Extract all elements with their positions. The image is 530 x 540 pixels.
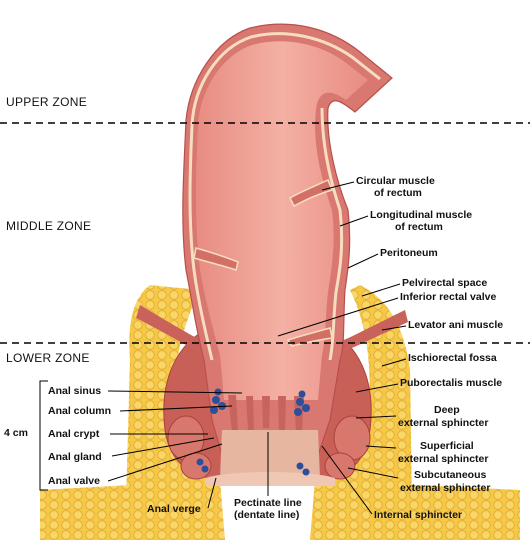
inferior-valve-leader <box>277 297 399 337</box>
anal-sinus-label: Anal sinus <box>48 385 101 397</box>
anal-valve-label: Anal valve <box>48 475 100 487</box>
inferior-valve-label: Inferior rectal valve <box>400 291 496 303</box>
left-anal-glands <box>196 388 226 473</box>
anal-verge-leader <box>207 477 217 509</box>
right-levator-ani <box>330 310 408 356</box>
middle-rectal-valve <box>193 247 239 271</box>
internal-sphincter-leader <box>321 445 373 515</box>
peritoneum-leader <box>347 253 379 269</box>
scale-label: 4 cm <box>4 427 28 439</box>
superficial-sphincter-leader <box>365 445 397 449</box>
longitudinal-muscle-label-1: Longitudinal muscle <box>370 209 472 221</box>
ischiorectal-leader <box>381 358 407 367</box>
pectinate-line-label-2: (dentate line) <box>234 509 299 521</box>
middle-zone-label: MIDDLE ZONE <box>6 219 91 233</box>
right-fat-pad <box>320 285 412 505</box>
subcutaneous-sphincter-label-1: Subcutaneous <box>414 469 487 481</box>
superficial-sphincter-label-1: Superficial <box>420 440 474 452</box>
left-wall-layer-line <box>188 124 214 361</box>
anal-gland-label: Anal gland <box>48 451 102 463</box>
upper-zone-label: UPPER ZONE <box>6 95 87 109</box>
levator-leader <box>381 325 407 331</box>
subcutaneous-sphincter-leader <box>347 467 399 479</box>
circular-muscle-label-2: of rectum <box>374 187 422 199</box>
anal-valve-leader <box>107 443 223 482</box>
right-anal-glands <box>294 390 310 476</box>
circular-muscle-label-1: Circular muscle <box>356 175 435 187</box>
pelvirectal-label: Pelvirectal space <box>402 277 487 289</box>
fat-bottom-left <box>40 480 225 540</box>
deep-sphincter-leader <box>355 415 397 419</box>
anal-column-leader <box>119 405 233 412</box>
pelvirectal-leader <box>361 283 401 297</box>
pectinate-line-label-1: Pectinate line <box>234 497 302 509</box>
superficial-sphincter-label-2: external sphincter <box>398 453 488 465</box>
circular-muscle-leader <box>321 181 355 191</box>
anal-verge-skin <box>205 472 335 486</box>
anal-gland-leader <box>111 437 215 457</box>
puborectalis-leader <box>355 383 399 393</box>
rectal-lumen <box>196 41 368 400</box>
longitudinal-muscle-leader <box>339 215 369 227</box>
anal-sinus-leader <box>107 390 243 394</box>
ischiorectal-label: Ischiorectal fossa <box>408 352 497 364</box>
longitudinal-muscle-label-2: of rectum <box>395 221 443 233</box>
right-wall-layer-line <box>320 107 344 361</box>
anal-column-label: Anal column <box>48 405 111 417</box>
anal-columns <box>228 395 304 432</box>
deep-sphincter-label-2: external sphincter <box>398 417 488 429</box>
anal-crypt-label: Anal crypt <box>48 428 100 440</box>
scale-bracket <box>39 380 48 491</box>
anal-verge-label: Anal verge <box>147 503 201 515</box>
peritoneum-label: Peritoneum <box>380 247 438 259</box>
upper-rectal-valve <box>289 178 334 208</box>
left-subcutaneous-sphincter <box>180 452 212 480</box>
internal-sphincter-label: Internal sphincter <box>374 509 462 521</box>
deep-sphincter-label-1: Deep <box>434 404 460 416</box>
anal-canal <box>220 430 320 478</box>
subcutaneous-sphincter-label-2: external sphincter <box>400 482 490 494</box>
levator-label: Levator ani muscle <box>408 319 503 331</box>
puborectalis-label: Puborectalis muscle <box>400 377 502 389</box>
left-levator-ani <box>136 305 210 355</box>
lower-zone-label: LOWER ZONE <box>6 351 90 365</box>
fat-bottom-right <box>310 480 520 540</box>
wall-layer-line <box>190 32 381 126</box>
inferior-rectal-valve <box>286 327 333 347</box>
